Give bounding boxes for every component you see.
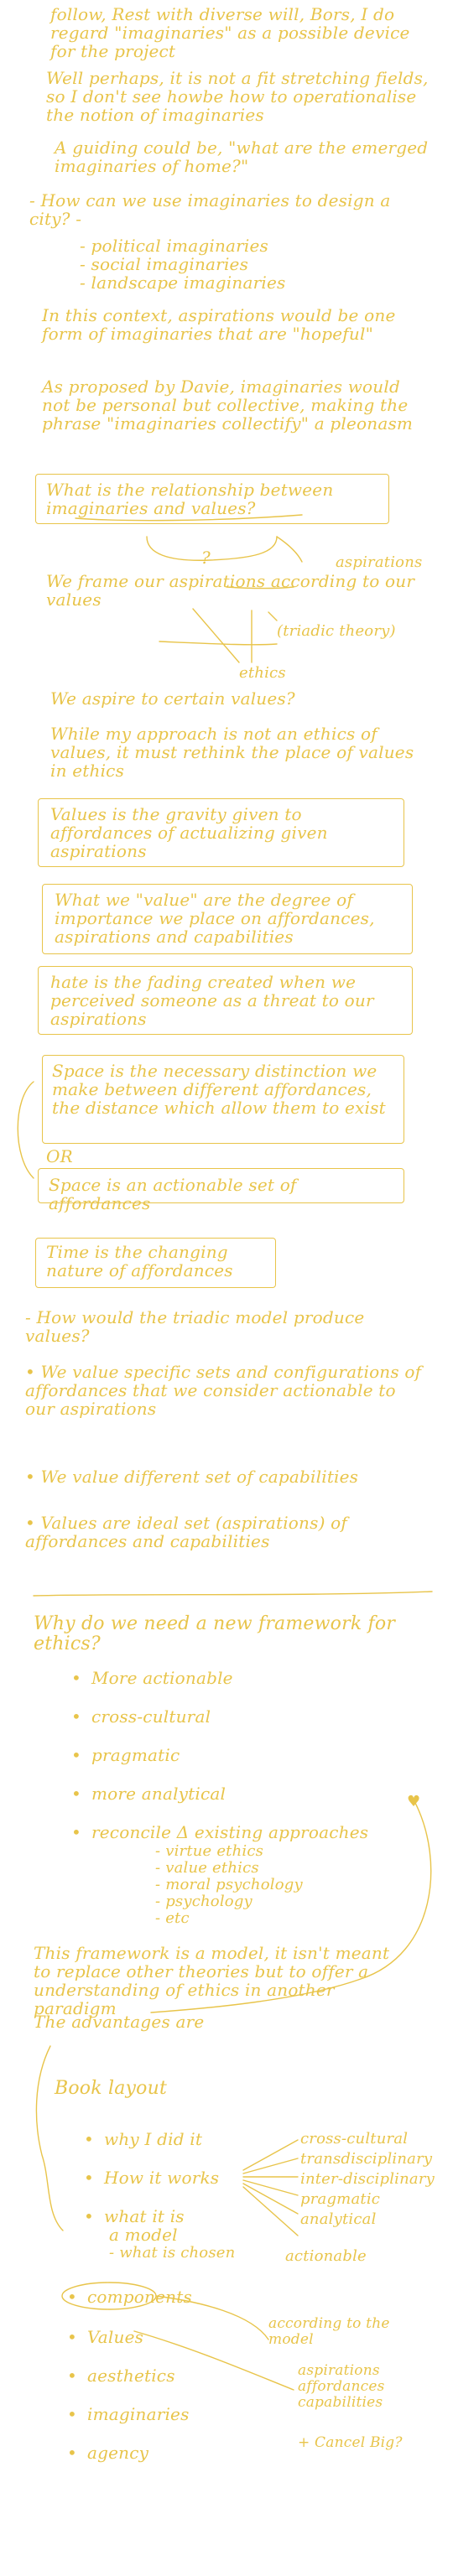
box-values-gravity xyxy=(38,798,404,867)
book-item-components: components xyxy=(67,2288,192,2306)
note-cancel: + Cancel Big? xyxy=(298,2434,403,2451)
book-item-chosen: - what is chosen xyxy=(109,2244,236,2262)
approach-2: - value ethics xyxy=(155,1859,259,1877)
heart-icon: ♥ xyxy=(407,1793,421,1810)
para-frame-aspirations: We frame our aspirations according to ou… xyxy=(46,571,420,610)
box-space-actionable xyxy=(38,1168,404,1203)
approach-1: - virtue ethics xyxy=(155,1842,264,1860)
book-item-how: How it works xyxy=(84,2168,219,2187)
box-hate xyxy=(38,966,413,1035)
para-value-capabilities: • We value different set of capabilities xyxy=(25,1467,359,1487)
box-hate-text: hate is the fading created when we perce… xyxy=(50,972,380,1029)
para-guiding-question: A guiding could be, "what are the emerge… xyxy=(55,138,434,176)
feature-3: inter-disciplinary xyxy=(300,2170,435,2188)
box-relationship-text: What is the relationship between imagina… xyxy=(46,480,339,518)
note-according-model: according to the model xyxy=(268,2315,395,2348)
label-ethics: ethics xyxy=(239,664,286,682)
para-triadic-values: - How would the triadic model produce va… xyxy=(25,1307,370,1346)
approach-3: - moral psychology xyxy=(155,1876,303,1893)
feature-5: analytical xyxy=(300,2210,377,2228)
para-intro: follow, Rest with diverse will, Bors, I … xyxy=(50,4,416,61)
advantage-5: reconcile Δ existing approaches xyxy=(71,1823,368,1841)
para-collective: As proposed by Davie, imaginaries would … xyxy=(42,377,414,434)
para-value-sets: • We value specific sets and configurati… xyxy=(25,1362,427,1419)
para-framework-model: This framework is a model, it isn't mean… xyxy=(34,1943,395,2018)
advantage-1: More actionable xyxy=(71,1669,233,1687)
para-design-city: - How can we use imaginaries to design a… xyxy=(29,190,397,229)
para-why-framework: Why do we need a new framework for ethic… xyxy=(34,1613,402,1654)
book-layout-title: Book layout xyxy=(55,2078,168,2099)
imaginary-type-1: - political imaginaries xyxy=(80,236,269,256)
box-values-gravity-text: Values is the gravity given to affordanc… xyxy=(50,804,334,861)
advantage-3: pragmatic xyxy=(71,1746,180,1764)
para-aspirations-hopeful: In this context, aspirations would be on… xyxy=(42,305,402,344)
para-ideal-set: • Values are ideal set (aspirations) of … xyxy=(25,1513,353,1551)
box-space-distinction xyxy=(42,1055,404,1144)
box-time-text: Time is the changing nature of affordanc… xyxy=(46,1242,234,1280)
question-mark: ? xyxy=(201,548,211,568)
book-item-values: Values xyxy=(67,2328,143,2346)
box-space-distinction-text: Space is the necessary distinction we ma… xyxy=(52,1061,386,1118)
imaginary-type-2: - social imaginaries xyxy=(80,254,249,274)
approach-4: - psychology xyxy=(155,1893,253,1910)
imaginary-type-3: - landscape imaginaries xyxy=(80,273,286,293)
label-triadic-theory: (triadic theory) xyxy=(277,622,396,640)
feature-4: pragmatic xyxy=(300,2190,381,2208)
feature-2: transdisciplinary xyxy=(300,2150,433,2168)
box-time xyxy=(35,1238,276,1288)
book-item-model: a model xyxy=(109,2225,178,2245)
approach-5: - etc xyxy=(155,1909,190,1927)
label-or: OR xyxy=(46,1146,73,1166)
book-item-agency: agency xyxy=(67,2444,148,2462)
para-advantages: The advantages are xyxy=(34,2012,205,2032)
advantage-4: more analytical xyxy=(71,1784,226,1803)
note-triad: aspirations affordances capabilities xyxy=(298,2362,390,2411)
para-operationalise: Well perhaps, it is not a fit stretching… xyxy=(46,68,435,125)
box-relationship xyxy=(35,474,389,524)
feature-6: actionable xyxy=(285,2247,367,2265)
book-item-what: what it is xyxy=(84,2207,185,2225)
book-item-aesthetics: aesthetics xyxy=(67,2366,175,2385)
book-item-imaginaries: imaginaries xyxy=(67,2405,190,2423)
box-what-we-value xyxy=(42,884,413,954)
feature-1: cross-cultural xyxy=(300,2130,409,2148)
label-aspirations: aspirations xyxy=(336,553,423,571)
box-space-actionable-text: Space is an actionable set of affordance… xyxy=(49,1175,303,1213)
para-approach: While my approach is not an ethics of va… xyxy=(50,724,419,781)
advantage-2: cross-cultural xyxy=(71,1707,211,1726)
box-what-we-value-text: What we "value" are the degree of import… xyxy=(55,890,381,947)
book-item-why: why I did it xyxy=(84,2130,202,2148)
para-aspire-values: We aspire to certain values? xyxy=(50,688,295,709)
